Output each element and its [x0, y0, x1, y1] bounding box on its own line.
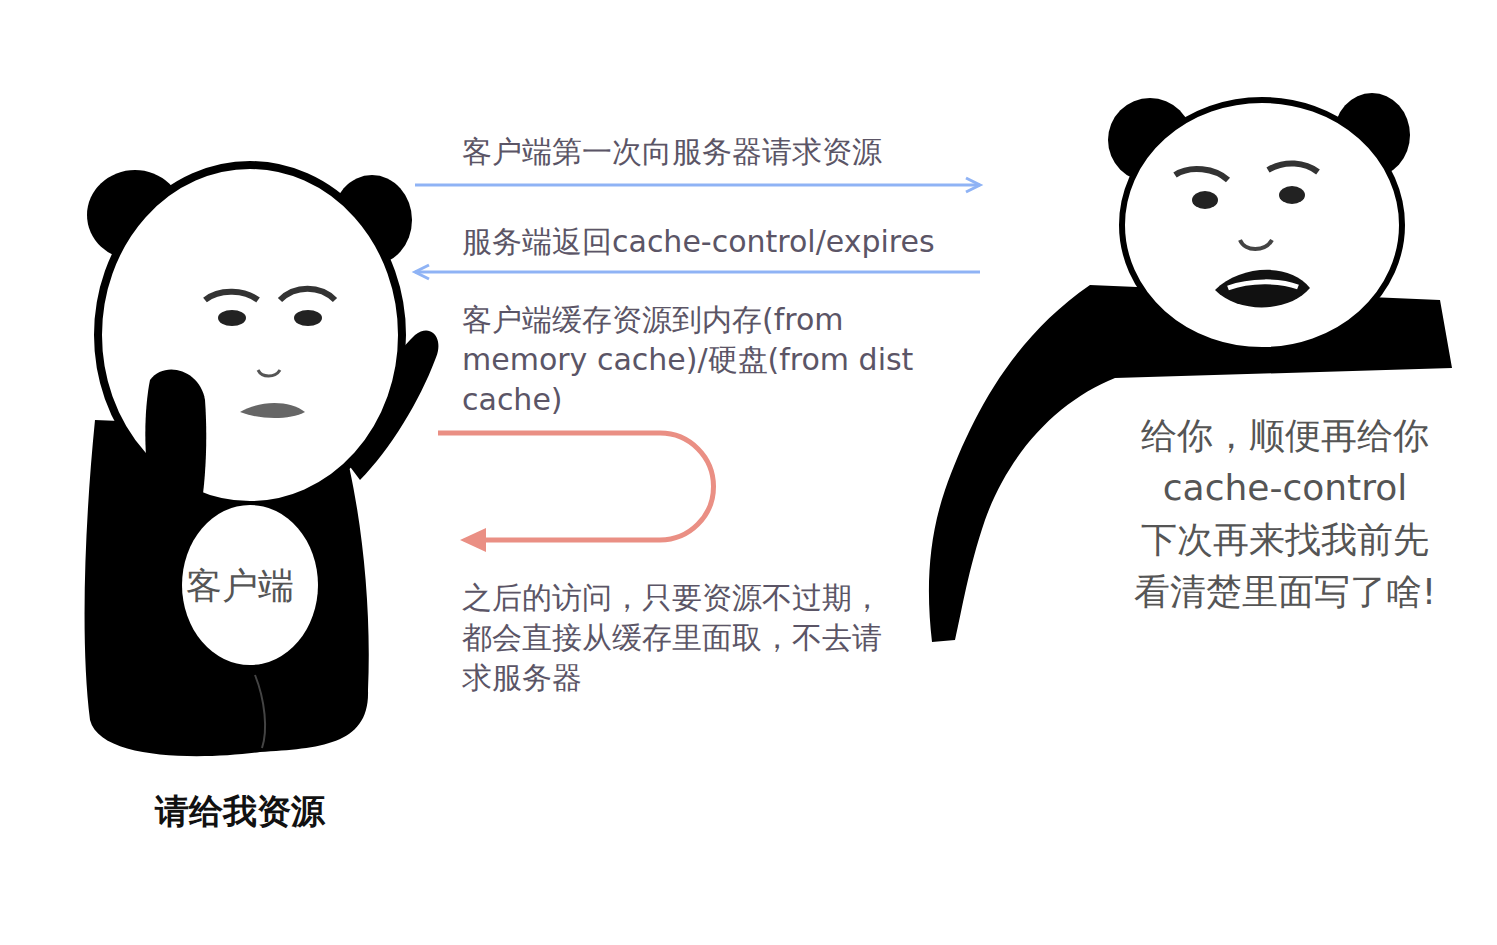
note-text: 之后的访问，只要资源不过期，都会直接从缓存里面取，不去请求服务器 — [462, 578, 887, 698]
flow-arrow — [438, 433, 714, 552]
client-panda-node: 客户端请给我资源 — [80, 160, 415, 850]
flow-arrow — [415, 178, 980, 192]
server-panda — [929, 93, 1452, 642]
edge-label: 客户端缓存资源到内存(from memory cache)/硬盘(from di… — [462, 300, 942, 420]
client-caption: 请给我资源 — [72, 790, 408, 832]
server-speech: 给你，顺便再给你 cache-control 下次再来找我前先 看清楚里面写了啥… — [1120, 410, 1450, 618]
flow-arrow — [415, 265, 980, 279]
server-panda-node: 给你，顺便再给你 cache-control 下次再来找我前先 看清楚里面写了啥… — [980, 90, 1460, 660]
belly-label: 客户端 — [72, 565, 408, 607]
client-panda — [85, 165, 439, 756]
edge-label: 客户端第一次向服务器请求资源 — [462, 132, 882, 172]
edge-label: 服务端返回cache-control/expires — [462, 222, 935, 262]
